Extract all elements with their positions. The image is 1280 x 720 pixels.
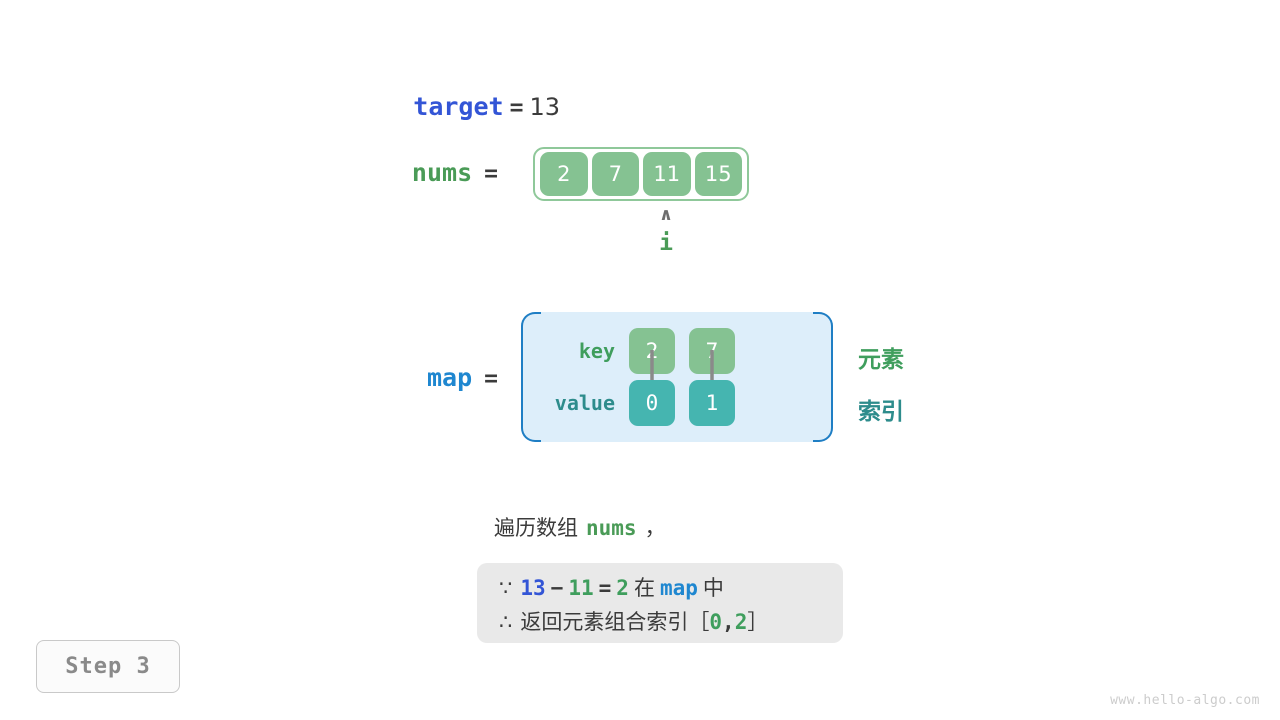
map-right-brace — [799, 312, 833, 442]
target-row: target=13 — [0, 92, 560, 121]
reasoning-bracket-open: ［ — [688, 610, 710, 634]
map-equals-sign: = — [484, 366, 498, 392]
nums-array-container: 2 7 11 15 — [533, 147, 749, 201]
map-value-row: value 0 1 — [521, 380, 833, 426]
caption-prefix: 遍历数组 — [494, 516, 578, 540]
target-value: 13 — [529, 93, 560, 121]
nums-variable-name: nums — [411, 158, 473, 187]
map-variable-name: map — [426, 363, 473, 392]
map-value-row-label: value — [554, 391, 615, 415]
reasoning-operand-current: 11 — [568, 576, 594, 600]
map-bottom-mask — [541, 438, 813, 442]
because-symbol: ∵ — [499, 576, 513, 600]
map-left-brace — [521, 312, 555, 442]
reasoning-answer-index-1: 0 — [709, 610, 723, 634]
reasoning-map-word: map — [659, 576, 698, 600]
watermark: www.hello-algo.com — [1110, 693, 1260, 708]
legend-index-label: 索引 — [858, 399, 904, 425]
target-variable-name: target — [413, 92, 504, 121]
map-container: key 2 7 value 0 1 — [521, 312, 833, 442]
reasoning-result: 2 — [616, 576, 629, 600]
reasoning-line-2: ∴ 返回元素组合索引［0,2］ — [499, 605, 821, 639]
nums-cell: 2 — [540, 152, 588, 196]
map-key-row-label: key — [578, 339, 615, 363]
map-key-cell-text: 2 — [645, 339, 659, 363]
map-key-cell: 7 — [689, 328, 735, 397]
caption-suffix: ， — [644, 516, 666, 540]
reasoning-operand-target: 13 — [520, 576, 546, 600]
pointer-caret-icon: ∧ — [659, 205, 673, 225]
nums-equals-sign: = — [484, 161, 498, 187]
reasoning-bracket-close: ］ — [747, 610, 769, 634]
map-value-cell: 1 — [689, 380, 735, 426]
step-badge: Step 3 — [36, 640, 180, 693]
target-equals-sign: = — [509, 95, 524, 121]
reasoning-answer-comma: , — [722, 610, 735, 634]
therefore-symbol: ∴ — [499, 610, 513, 634]
map-top-mask — [541, 312, 813, 316]
reasoning-zhong-word: 中 — [702, 576, 724, 600]
nums-label: nums = — [0, 158, 498, 187]
reasoning-minus-sign: − — [550, 576, 564, 600]
reasoning-conclusion-text: 返回元素组合索引 — [520, 610, 689, 634]
map-label: map = — [0, 363, 498, 392]
pointer-label-i: i — [659, 230, 673, 256]
reasoning-equals-sign: = — [598, 576, 612, 600]
nums-cell: 15 — [694, 152, 742, 196]
map-key-cell: 2 — [629, 328, 675, 397]
map-value-cell: 0 — [629, 380, 675, 426]
map-key-row: key 2 7 — [521, 328, 833, 397]
reasoning-in-word: 在 — [633, 576, 655, 600]
nums-cell: 7 — [591, 152, 639, 196]
caption-code-nums: nums — [586, 516, 637, 540]
map-key-cell-text: 7 — [705, 339, 719, 363]
legend-element-label: 元素 — [858, 347, 904, 373]
nums-cell: 11 — [643, 152, 691, 196]
reasoning-answer-index-2: 2 — [734, 610, 748, 634]
caption-text: 遍历数组 nums ， — [494, 512, 666, 542]
